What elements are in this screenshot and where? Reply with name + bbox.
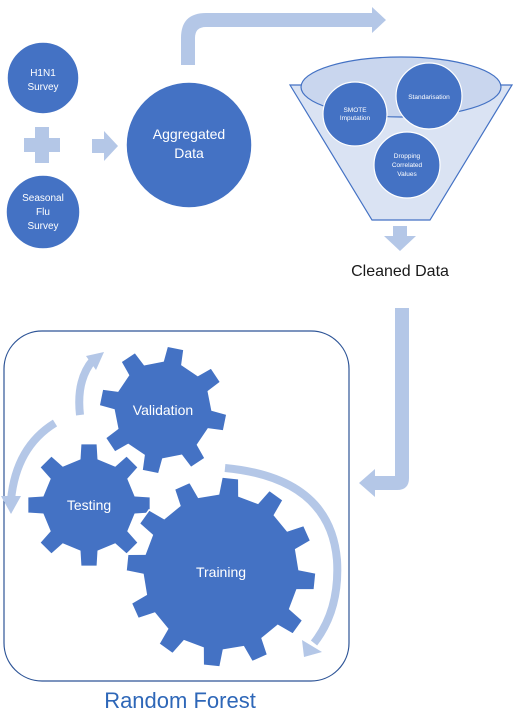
seasonal-label-2: Flu (36, 207, 50, 218)
dropping-label-3: Values (397, 171, 417, 178)
connectors (24, 7, 416, 497)
model-title: Random Forest (104, 688, 256, 713)
smote-imputation-node: SMOTE Imputation (322, 81, 388, 147)
arrowhead-right (302, 640, 322, 657)
seasonal-flu-survey-node: Seasonal Flu Survey (5, 174, 81, 250)
arrow-to-model (359, 308, 409, 497)
h1n1-survey-node: H1N1 Survey (6, 41, 80, 115)
training-gear: Training (125, 476, 317, 668)
training-label: Training (196, 564, 246, 580)
arrowhead-left (1, 496, 21, 514)
standardisation-node: Standarisation (395, 62, 463, 130)
arrow-to-funnel (181, 7, 386, 65)
dropping-label-2: Correlated (392, 162, 423, 169)
plus-vertical (35, 127, 49, 163)
cleaning-funnel: SMOTE Imputation Standarisation Dropping… (288, 56, 514, 221)
testing-gear: Testing (26, 442, 152, 568)
cycle-arrowheads (1, 352, 322, 657)
validation-label: Validation (133, 402, 193, 418)
aggregated-label-2: Data (174, 145, 204, 161)
model-frame (3, 330, 350, 682)
arrowhead-top (86, 352, 104, 370)
cycle-arc-left (7, 419, 58, 501)
dropping-correlated-node: Dropping Correlated Values (373, 131, 441, 199)
arrow-to-aggregated (92, 131, 118, 161)
cleaned-data-label: Cleaned Data (351, 263, 449, 280)
h1n1-label-2: Survey (27, 82, 58, 93)
dropping-label-1: Dropping (394, 153, 421, 160)
cycle-arc-top (75, 357, 97, 416)
seasonal-label-3: Survey (27, 221, 58, 232)
testing-gear-shape (26, 442, 152, 568)
standardisation-label: Standarisation (408, 94, 450, 101)
cycle-arrows (7, 357, 342, 646)
arrow-to-cleaned (384, 226, 416, 251)
aggregated-label-1: Aggregated (153, 126, 225, 142)
training-gear-shape (125, 476, 317, 668)
h1n1-label-1: H1N1 (30, 68, 56, 79)
smote-label-2: Imputation (340, 115, 371, 122)
testing-label: Testing (67, 497, 111, 513)
validation-gear-shape (98, 345, 228, 475)
aggregated-data-node: Aggregated Data (125, 81, 253, 209)
smote-label-1: SMOTE (343, 107, 367, 114)
seasonal-label-1: Seasonal (22, 193, 64, 204)
cycle-arc-right (224, 464, 342, 646)
validation-gear: Validation (98, 345, 228, 475)
